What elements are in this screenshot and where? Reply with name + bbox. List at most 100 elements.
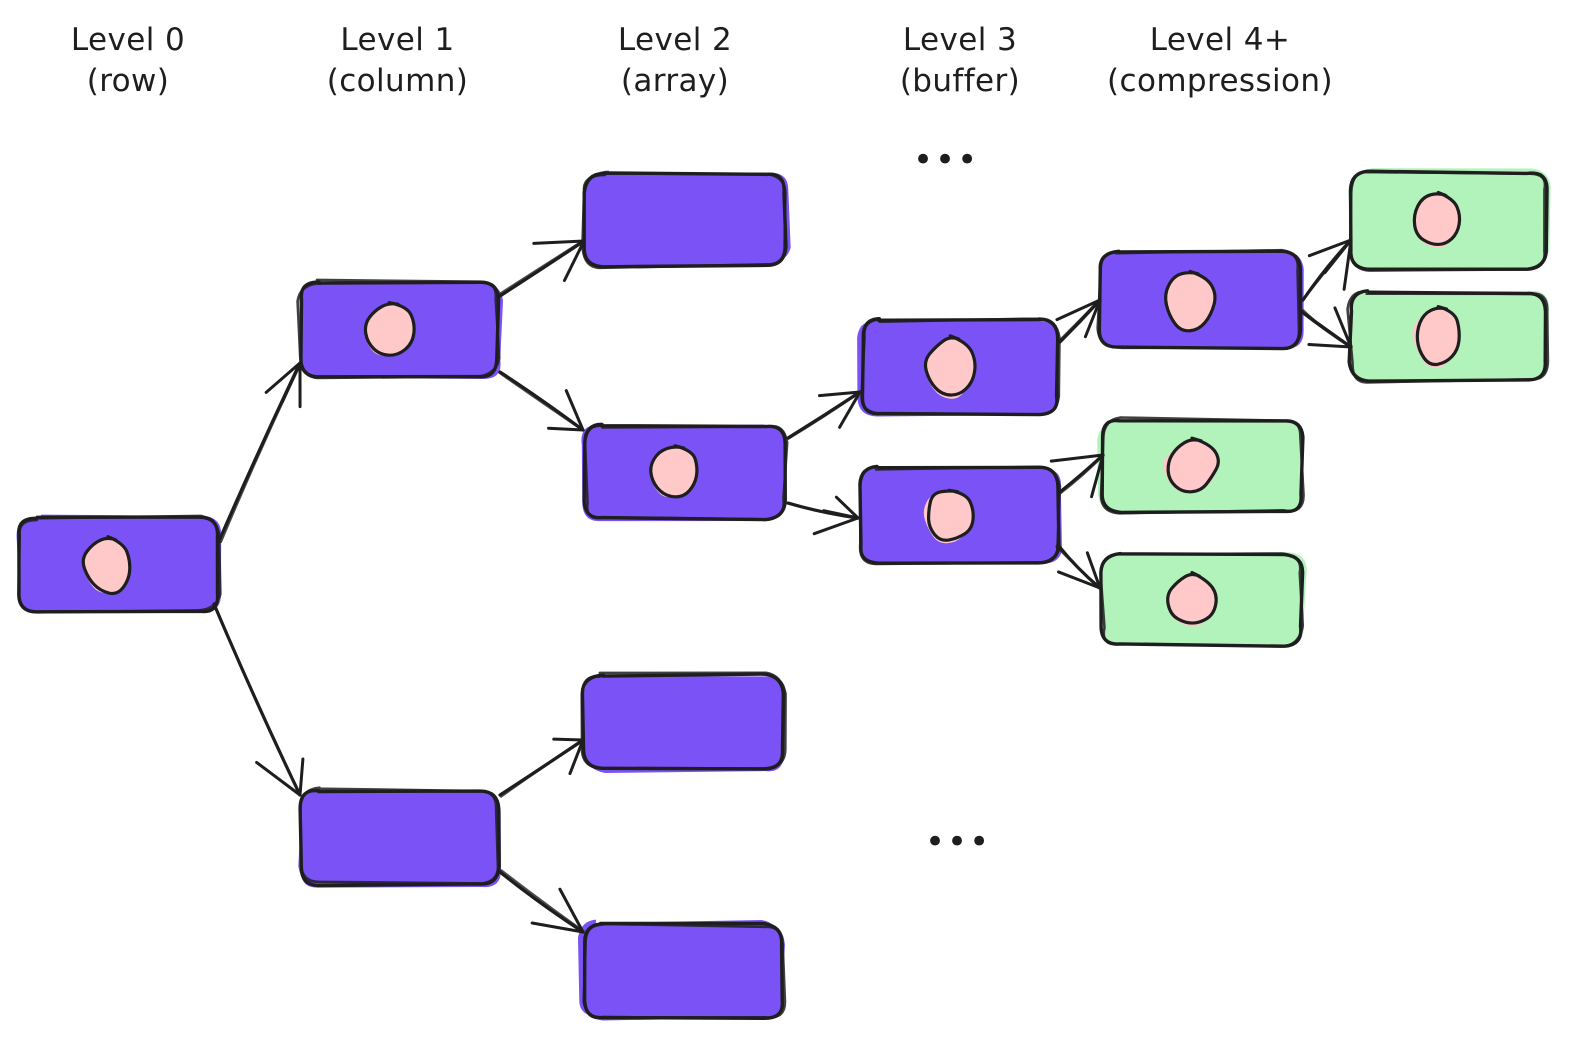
edge-cmp0-cmp2: [1300, 306, 1353, 349]
node-outline: [1099, 552, 1305, 648]
edge-arrowhead: [552, 737, 585, 742]
edge-arrowhead: [1342, 238, 1353, 291]
edge-arrowhead: [812, 516, 860, 536]
node-fill-core: [583, 674, 784, 769]
edge-arrowhead: [264, 361, 302, 394]
edge-arrowhead: [834, 495, 860, 520]
node-dot-icon: [926, 488, 975, 542]
node-compression-4[interactable]: [1099, 551, 1307, 648]
node-dot-icon: [923, 334, 977, 397]
edge-arrowhead: [568, 738, 585, 776]
edge-arrowhead: [1049, 453, 1105, 463]
edge-col1-arr3: [498, 869, 585, 934]
edge-shaft: [499, 739, 585, 798]
edge-col0-arr1: [498, 370, 585, 432]
edge-buf0-cmp0: [1055, 298, 1102, 344]
node-array-1[interactable]: [581, 422, 789, 522]
edge-arrowhead: [530, 921, 585, 934]
node-outline: [296, 278, 501, 380]
node-array-2[interactable]: [580, 671, 787, 773]
edge-arrowhead: [558, 887, 585, 934]
edge-arrowhead: [1323, 238, 1353, 275]
edge-shaft: [500, 869, 585, 933]
edge-arrowhead: [562, 239, 586, 283]
node-outline: [858, 465, 1062, 566]
node-dot-icon: [1415, 305, 1461, 367]
node-dot-icon: [1164, 269, 1217, 333]
node-outline: [860, 317, 1061, 416]
edge-arr1-buf1: [786, 495, 860, 536]
edge-buf1-cmp3: [1049, 453, 1105, 499]
edge-arrowhead: [1305, 314, 1353, 349]
node-outline: [582, 922, 787, 1019]
edges-layer: [212, 238, 1353, 934]
node-outline: [1346, 290, 1550, 384]
node-array-3[interactable]: [577, 919, 787, 1021]
edge-arrowhead: [298, 757, 305, 797]
edge-arrowhead: [255, 760, 302, 797]
node-outline: [1099, 416, 1305, 515]
edge-arrowhead: [1333, 306, 1353, 349]
edge-shaft: [1059, 454, 1105, 495]
node-outline: [1096, 248, 1301, 350]
node-array-0[interactable]: [581, 170, 791, 270]
edge-arrowhead: [1056, 570, 1102, 590]
node-fill-core: [584, 172, 786, 267]
edge-arrowhead: [532, 239, 586, 245]
node-compression-1[interactable]: [1348, 168, 1551, 272]
node-outline: [581, 172, 787, 270]
node-row-0[interactable]: [16, 514, 222, 614]
ellipsis-top: •••: [913, 140, 980, 180]
node-dot-icon: [81, 535, 132, 596]
node-dot-icon: [1166, 436, 1220, 494]
node-outline: [580, 671, 787, 770]
node-compression-0[interactable]: [1096, 248, 1304, 351]
node-outline: [583, 424, 789, 521]
header-level-2: Level 2 (array): [617, 22, 733, 99]
edge-arrowhead: [1307, 238, 1353, 258]
node-fill-core: [582, 923, 785, 1021]
edge-arrowhead: [838, 390, 862, 429]
node-buffer-0[interactable]: [857, 317, 1061, 417]
edge-shaft: [787, 391, 862, 440]
edge-buf1-cmp4: [1055, 543, 1102, 590]
node-buffer-1[interactable]: [858, 464, 1062, 566]
ellipsis-bottom: •••: [925, 822, 992, 862]
node-fill-core: [298, 789, 499, 886]
edge-arrowhead: [1055, 298, 1102, 322]
node-outline: [299, 786, 500, 885]
header-level-1: Level 1 (column): [326, 22, 469, 99]
edge-arrowhead: [1085, 551, 1102, 590]
edge-arrowhead: [822, 509, 860, 520]
edge-arrowhead: [1083, 298, 1102, 339]
edge-arrowhead: [817, 390, 862, 398]
edge-arrowhead: [1307, 342, 1353, 349]
header-level-0: Level 0 (row): [70, 22, 186, 99]
node-outline: [1348, 170, 1547, 272]
node-dot-icon: [363, 301, 416, 357]
node-dot-icon: [1412, 190, 1462, 247]
edge-shaft: [498, 870, 585, 934]
edge-shaft: [212, 602, 302, 797]
node-compression-2[interactable]: [1346, 289, 1550, 384]
edge-arrowhead: [1067, 298, 1102, 335]
node-compression-3[interactable]: [1097, 416, 1305, 515]
node-dot-icon: [1166, 570, 1218, 625]
node-dot-icon: [649, 444, 699, 499]
node-column-1[interactable]: [298, 786, 501, 888]
edge-shaft: [498, 371, 584, 432]
edge-shaft: [497, 239, 585, 296]
header-level-3: Level 3 (buffer): [899, 22, 1021, 99]
header-level-4: Level 4+ (compression): [1107, 22, 1333, 99]
edge-arrowhead: [547, 426, 585, 432]
edge-arrowhead: [1090, 453, 1105, 499]
edge-cmp0-cmp1: [1301, 238, 1353, 302]
node-column-0[interactable]: [296, 278, 504, 380]
edge-arrowhead: [280, 361, 302, 404]
edge-row0-col0: [217, 361, 302, 543]
edge-row0-col1: [212, 602, 305, 797]
edge-arr1-buf0: [786, 390, 862, 440]
edge-arrowhead: [564, 389, 585, 432]
